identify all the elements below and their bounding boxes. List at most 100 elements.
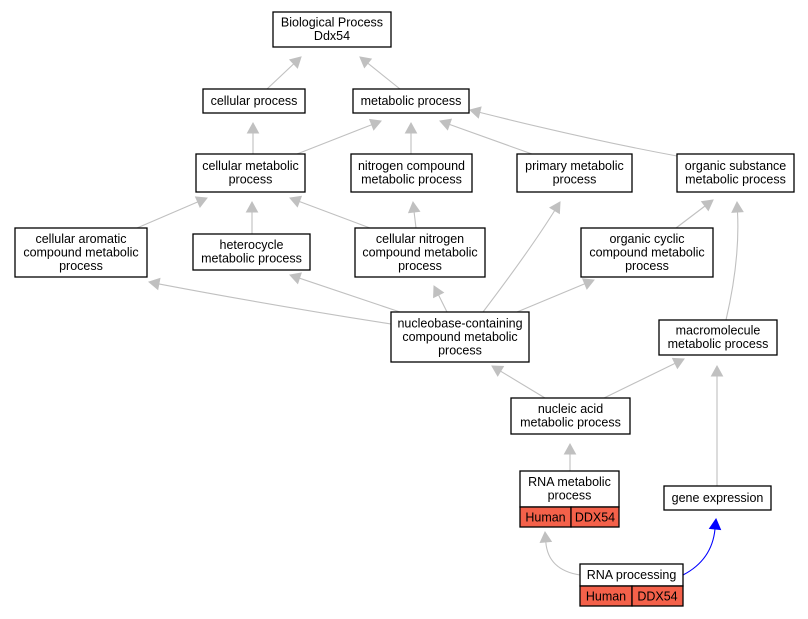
node-box [658, 319, 778, 356]
tag-gene: DDX54 [575, 511, 615, 525]
edge-macromolecule-metabolic-process-to-organic-substance-metabolic-process [725, 200, 744, 321]
tag-species: Human [586, 590, 626, 604]
arrow-head [539, 530, 553, 543]
edge-line [367, 62, 401, 90]
node-box [676, 153, 795, 193]
node-label-line: process [548, 489, 592, 503]
arrow-head [289, 272, 302, 285]
node-gene-expression[interactable]: gene expression [663, 485, 772, 511]
node-label-line: nitrogen compound [358, 159, 465, 173]
arrow-head [671, 357, 685, 370]
node-label-line: compound metabolic [402, 330, 517, 344]
edge-line [296, 124, 372, 155]
node-label-line: cellular nitrogen [376, 232, 464, 246]
tag-cell [631, 585, 684, 607]
node-label-line: primary metabolic [525, 159, 624, 173]
node-label-line: Biological Process [281, 16, 383, 30]
tag-cell [570, 506, 620, 528]
node-box [192, 233, 311, 271]
edge-nucleic-acid-metabolic-process-to-macromolecule-metabolic-process [603, 357, 685, 399]
edge-metabolic-process-to-bp [359, 56, 401, 90]
edge-primary-metabolic-process-to-metabolic-process [439, 118, 533, 155]
arrow-head [194, 196, 208, 208]
arrow-head [581, 278, 595, 290]
node-cellular-process[interactable]: cellular process [202, 88, 306, 114]
edge-line [299, 277, 401, 313]
node-box [663, 485, 772, 511]
edge-nucleobase-containing-compound-metabolic-process-to-heterocycle-metabolic-process [289, 272, 401, 313]
node-box [516, 153, 633, 193]
edge-nucleobase-containing-compound-metabolic-process-to-cellular-nitrogen-compound-metabolic-process [433, 285, 448, 313]
arrow-head [433, 285, 445, 299]
edge-line [299, 200, 371, 229]
edge-cellular-nitrogen-compound-metabolic-process-to-cellular-metabolic-process [289, 195, 371, 229]
edge-nucleobase-containing-compound-metabolic-process-to-primary-metabolic-process [482, 201, 561, 313]
node-box [272, 11, 392, 48]
edge-line [479, 111, 678, 157]
edge-line [682, 528, 716, 576]
arrow-head [563, 442, 577, 455]
edge-nucleobase-containing-compound-metabolic-process-to-cellular-aromatic-compound-metabolic-process [147, 277, 392, 325]
edge-line [725, 211, 739, 321]
node-label-line: metabolic process [668, 337, 769, 351]
node-label-line: process [59, 259, 103, 273]
arrow-head [708, 517, 722, 531]
node-metabolic-process[interactable]: metabolic process [352, 88, 470, 114]
node-label-line: macromolecule [676, 324, 761, 338]
arrow-head [359, 56, 373, 69]
node-label-line: nucleic acid [538, 402, 603, 416]
arrow-head [710, 364, 724, 377]
tag-gene: DDX54 [637, 590, 677, 604]
arrow-head [491, 365, 505, 377]
node-box [350, 153, 473, 193]
tag-species: Human [525, 511, 565, 525]
node-label-line: compound metabolic [362, 245, 477, 259]
node-label-line: compound metabolic [589, 245, 704, 259]
node-label-line: process [398, 259, 442, 273]
edge-rna-metabolic-process-to-nucleic-acid-metabolic-process [563, 442, 577, 471]
node-label-line: cellular metabolic [202, 159, 299, 173]
edge-line [482, 210, 556, 313]
edges-layer [136, 56, 744, 576]
arrow-head [289, 195, 303, 208]
arrow-head [147, 277, 161, 291]
arrow-head [407, 200, 421, 214]
node-label-line: process [438, 343, 482, 357]
edge-line [545, 541, 581, 576]
edge-line [516, 283, 586, 313]
node-label-line: process [625, 259, 669, 273]
edge-rna-processing-to-gene-expression [682, 517, 722, 576]
node-label-line: process [229, 173, 273, 187]
edge-nitrogen-compound-metabolic-process-to-metabolic-process [404, 121, 418, 154]
edge-cellular-process-to-bp [266, 56, 302, 90]
arrow-head [468, 106, 482, 119]
node-label-line: metabolic process [361, 94, 462, 108]
node-label-line: metabolic process [685, 173, 786, 187]
arrow-head [549, 201, 561, 215]
edge-line [158, 283, 392, 325]
node-box [352, 88, 470, 114]
edge-line [438, 294, 448, 313]
node-box [195, 153, 306, 193]
edge-heterocycle-metabolic-process-to-cellular-metabolic-process [245, 200, 259, 234]
arrow-head [439, 118, 453, 131]
edge-nucleobase-containing-compound-metabolic-process-to-organic-cyclic-compound-metabolic-process [516, 278, 595, 313]
node-label-line: organic cyclic [609, 232, 684, 246]
node-label-line: heterocycle [220, 238, 284, 252]
